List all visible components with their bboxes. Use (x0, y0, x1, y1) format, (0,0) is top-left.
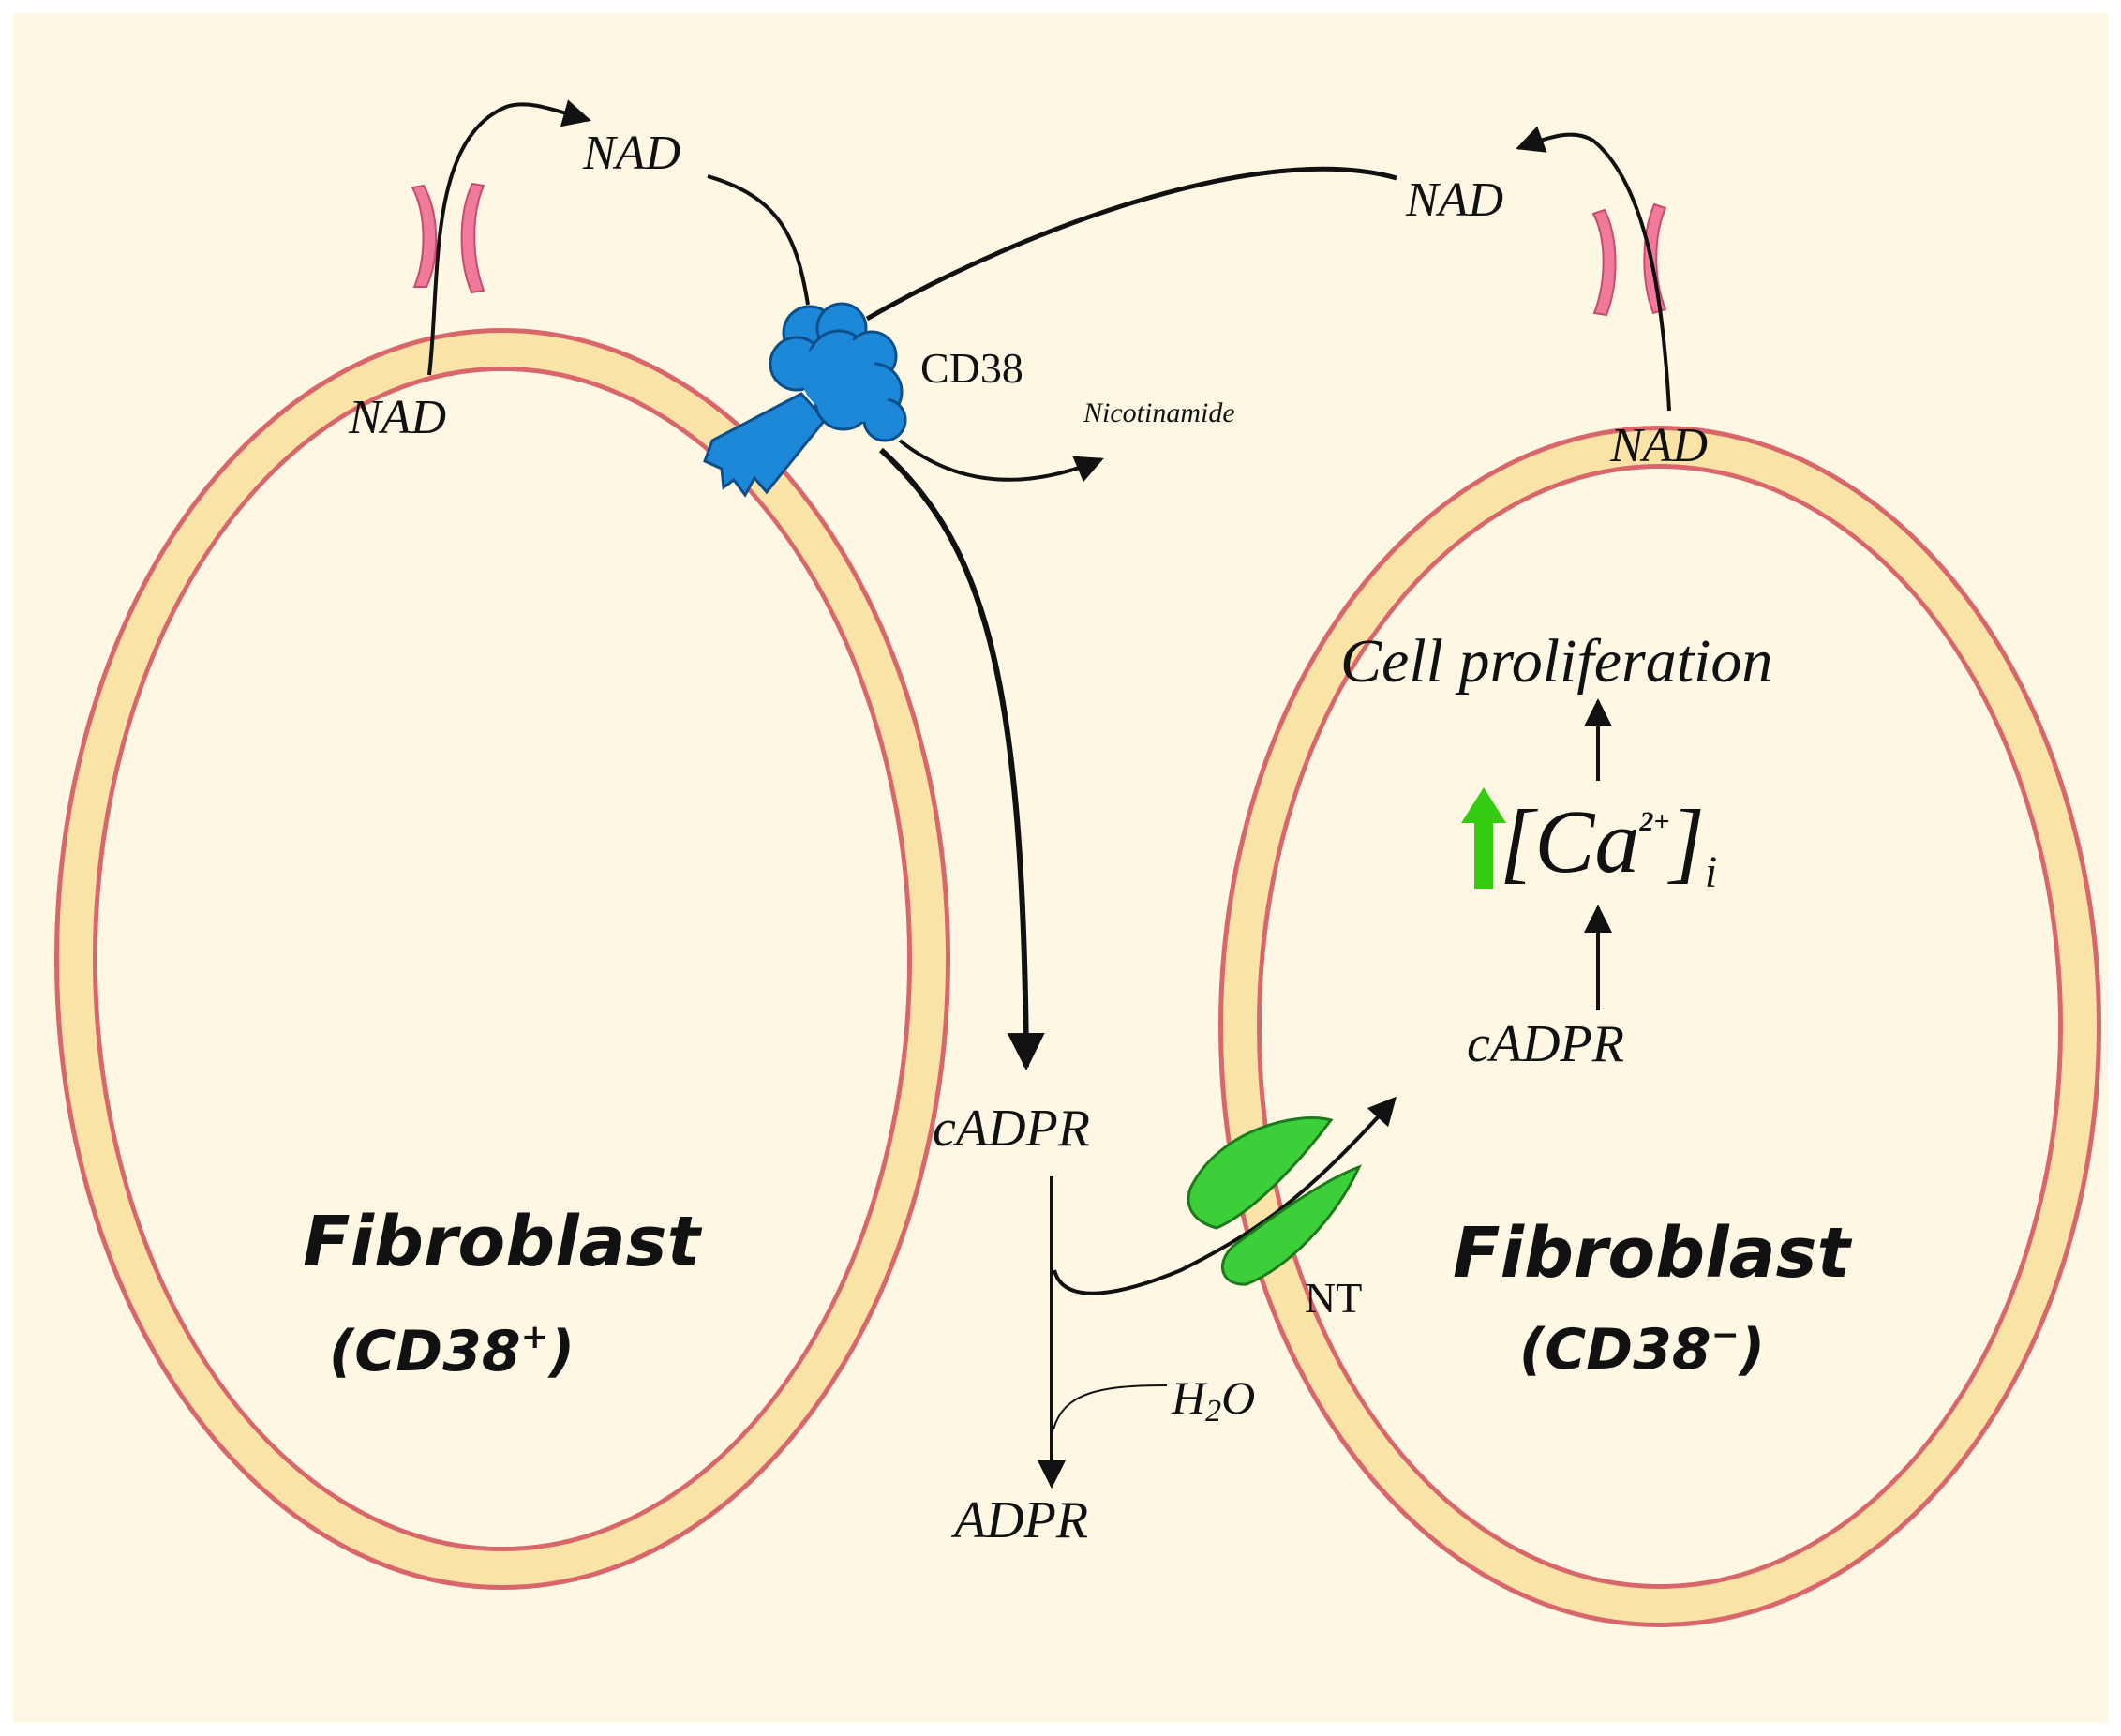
water-label: H2O (1171, 1371, 1255, 1429)
up-arrow-icon (1461, 787, 1506, 889)
nucleoside-transporter-icon (1187, 1116, 1362, 1286)
nad-to-cd38-line (707, 174, 810, 306)
right-cell (1218, 426, 2101, 1627)
left-cell (54, 328, 950, 1590)
left-nad-outside-label: NAD (582, 127, 680, 180)
cd38-receptor-icon (703, 302, 907, 498)
water-input-line (1053, 1384, 1168, 1430)
cd38-to-cadpr-arrow (878, 447, 1045, 1070)
cd38-to-right-nad-line (865, 166, 1397, 322)
left-cell-title: Fibroblast (303, 1202, 703, 1282)
right-cell-membrane-core (1223, 430, 2097, 1623)
left-cell-membrane-core (59, 333, 946, 1585)
right-cadpr-label: cADPR (1467, 1015, 1624, 1073)
right-cell-marker: (CD38−) (1519, 1316, 1765, 1383)
right-nad-export-arrow (1516, 126, 1671, 412)
cd38-label: CD38 (920, 344, 1023, 392)
left-membrane-channel-icon (411, 182, 485, 294)
right-nad-outside-label: NAD (1405, 173, 1503, 227)
cadpr-uptake-arrow (1053, 1096, 1397, 1295)
left-cell-interior (97, 371, 907, 1547)
cell-proliferation-label: Cell proliferation (1340, 627, 1772, 696)
nicotinamide-label: Nicotinamide (1083, 397, 1235, 428)
adpr-label: ADPR (950, 1491, 1088, 1549)
cd38-to-nicotinamide-arrow (898, 439, 1104, 483)
left-nad-inside-label: NAD (348, 391, 446, 444)
left-nad-export-arrow (427, 99, 591, 376)
extracellular-cadpr-label: cADPR (933, 1100, 1090, 1158)
calcium-concentration-label: [Ca2+]i (1500, 791, 1717, 897)
transporter-label: NT (1305, 1274, 1362, 1322)
left-cell-marker: (CD38+) (329, 1318, 575, 1384)
right-cell-interior (1262, 469, 2058, 1584)
right-nad-inside-label: NAD (1609, 419, 1708, 472)
right-cell-title: Fibroblast (1453, 1213, 1853, 1294)
